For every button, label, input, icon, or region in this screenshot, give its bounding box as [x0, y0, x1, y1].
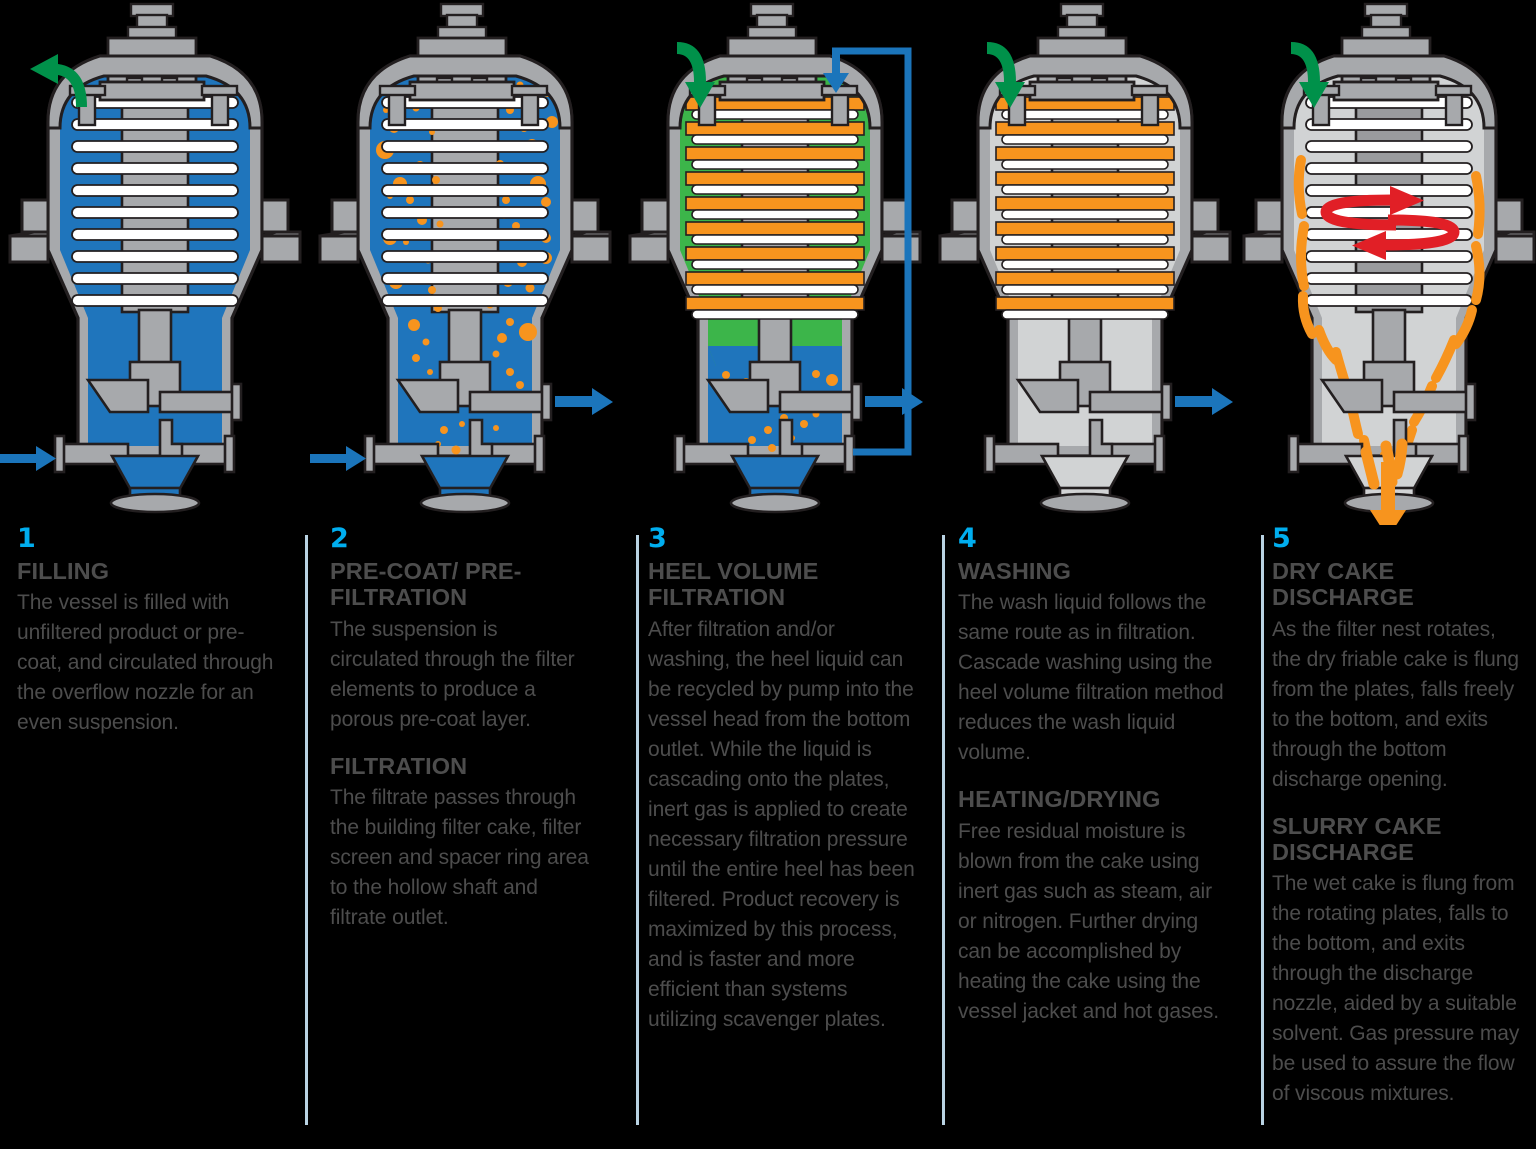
vessel-bottom-outlets: [363, 378, 553, 514]
vessel-stage-4: [930, 0, 1240, 525]
step-heading-5-dry-cake-discharge: DRY CAKE DISCHARGE: [1272, 558, 1414, 611]
step-number-2: 2: [330, 523, 349, 554]
rotation-arrows-red: [1320, 194, 1460, 251]
step-body-5-slurry-cake-discharge: The wet cake is flung from the rotating …: [1272, 872, 1520, 1106]
vessel-stage-2: [310, 0, 620, 525]
inert-gas-arrow-green: [1291, 42, 1329, 108]
overflow-arrow-green: [30, 54, 87, 107]
filter-cake-layers: [685, 96, 865, 320]
vessel-bottom-outlets: [53, 378, 243, 514]
step-body-1-filling: The vessel is filled with unfiltered pro…: [17, 591, 274, 735]
step-body-4-heating-drying: Free residual moisture is blown from the…: [958, 819, 1220, 1023]
step-number-4: 4: [958, 523, 977, 554]
vessel-stage-3: [620, 0, 930, 525]
step-column-1: 1 FILLING The vessel is filled with unfi…: [17, 525, 277, 740]
step-heading-4-washing: WASHING: [958, 558, 1071, 584]
step-number-3: 3: [648, 523, 667, 554]
step-column-2: 2 PRE-COAT/ PRE-FILTRATION The suspensio…: [330, 525, 592, 935]
step-column-3: 3 HEEL VOLUME FILTRATION After filtratio…: [648, 525, 916, 1037]
vessel-svg-5: [1242, 2, 1536, 538]
step-heading-4-heating-drying: HEATING/DRYING: [958, 786, 1161, 813]
column-divider-3: [942, 535, 945, 1125]
vessel-svg-2: [310, 2, 613, 514]
inlet-arrow-blue: [0, 446, 56, 471]
recycle-inlet-arrow-blue: [823, 51, 849, 93]
step-number-5: 5: [1272, 523, 1291, 554]
step-heading-2-precoat: PRE-COAT/ PRE-FILTRATION: [330, 558, 522, 611]
step-body-3-heel-volume-filtration: After filtration and/or washing, the hee…: [648, 617, 915, 1031]
recycle-branch-arrow-blue: [865, 388, 923, 415]
rotation-arrowheads-red: [1352, 186, 1424, 260]
inert-gas-arrow-green: [677, 42, 715, 108]
discharge-arrow-orange: [1370, 462, 1406, 538]
step-body-5-dry-cake-discharge: As the filter nest rotates, the dry fria…: [1272, 617, 1519, 791]
filter-plates: [1305, 96, 1473, 307]
step-descriptions-row: 1 FILLING The vessel is filled with unfi…: [0, 525, 1536, 1149]
vessel-svg-3: [628, 2, 923, 514]
vessel-drive-head: [356, 2, 574, 130]
step-heading-2-filtration: FILTRATION: [330, 752, 468, 779]
vessel-illustration-row: [0, 0, 1536, 538]
filter-cake-layers: [995, 96, 1175, 320]
vessel-drive-head: [46, 2, 264, 130]
column-divider-1: [305, 535, 308, 1125]
step-column-4: 4 WASHING The wash liquid follows the sa…: [958, 525, 1226, 1029]
vessel-bottom-outlets: [983, 378, 1173, 514]
step-body-2-filtration: The filtrate passes through the building…: [330, 786, 589, 930]
inert-gas-arrow-green: [987, 42, 1025, 108]
inlet-arrow-blue: [310, 446, 366, 471]
step-heading-3-heel-volume-filtration: HEEL VOLUME FILTRATION: [648, 558, 819, 611]
vessel-svg-1: [0, 2, 302, 514]
filtrate-outlet-arrow-blue: [555, 388, 613, 415]
vessel-bottom-outlets: [673, 378, 863, 514]
vessel-svg-4: [938, 2, 1233, 514]
step-number-1: 1: [17, 523, 36, 554]
column-divider-4: [1261, 535, 1264, 1125]
column-divider-2: [636, 535, 639, 1125]
vessel-stage-1: [0, 0, 310, 525]
recycle-loop-line: [832, 47, 912, 456]
vessel-stage-5: [1240, 0, 1536, 538]
filtrate-outlet-arrow-blue: [1175, 388, 1233, 415]
step-body-2-precoat: The suspension is circulated through the…: [330, 617, 575, 731]
step-body-4-washing: The wash liquid follows the same route a…: [958, 591, 1224, 765]
step-column-5: 5 DRY CAKE DISCHARGE As the filter nest …: [1272, 525, 1524, 1111]
step-heading-5-slurry-cake-discharge: SLURRY CAKE DISCHARGE: [1272, 812, 1442, 866]
step-heading-1-filling: FILLING: [17, 558, 110, 584]
